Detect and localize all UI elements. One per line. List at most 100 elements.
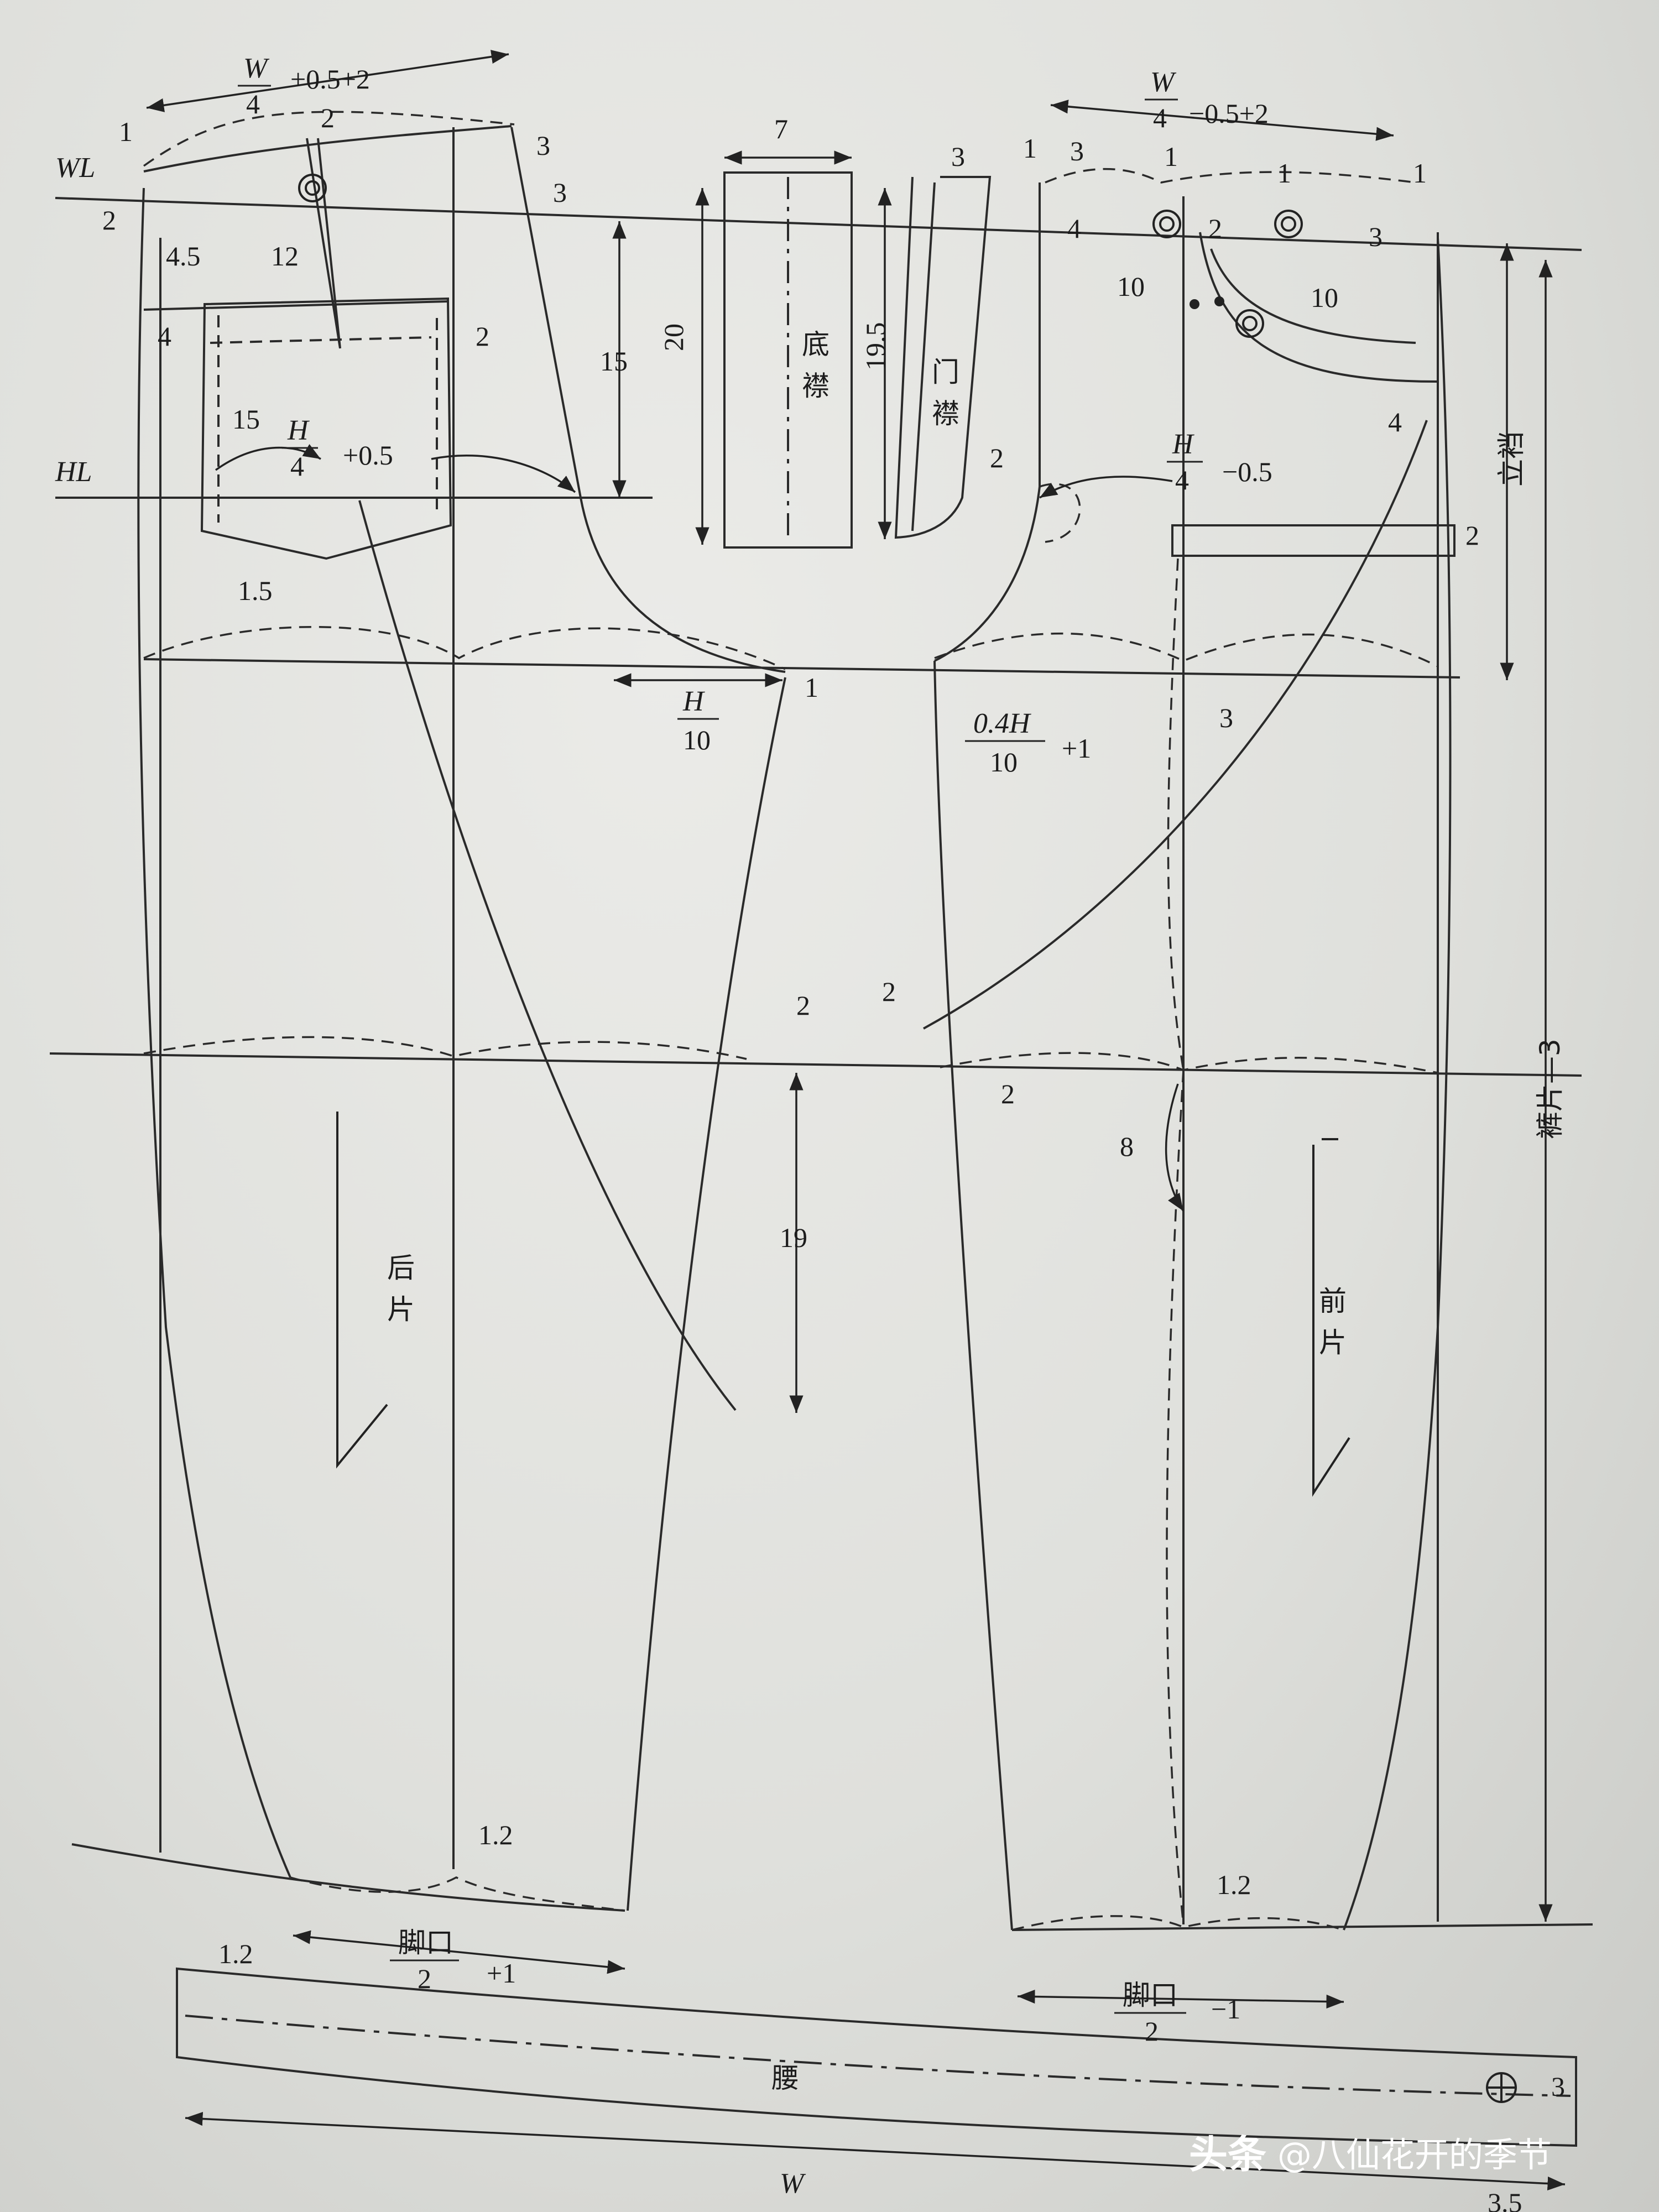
dim-1-a: 1 [119,116,133,147]
dim-15-b: 15 [600,346,628,377]
back-piece-label-1: 后 [387,1252,415,1284]
back-hem-line [71,1843,625,1912]
dim-2-e: 2 [990,442,1004,473]
dim-2-i: 2 [1001,1078,1015,1109]
dim-4-c: 4 [1388,406,1402,437]
waist-line-label: WL [55,152,95,184]
front-hem-formula-den: 2 [1145,2016,1159,2047]
back-hip-formula-den: 4 [290,451,304,482]
dim-3-f: 3 [1219,702,1233,733]
dim-2-d: 2 [1208,213,1222,244]
dim-4-b: 4 [1067,213,1081,244]
dim-1-b: 1 [1023,133,1037,164]
front-waist-formula-den: 4 [1153,102,1167,133]
dim-2-f: 2 [1465,520,1479,551]
front-hem-formula-num: 脚口 [1123,1979,1178,2011]
front-crotch-formula-den: 10 [990,747,1018,778]
dim-4-5: 4.5 [166,241,201,272]
watermark-author: @八仙花开的季节 [1277,2135,1552,2175]
dim-10-b: 10 [1311,282,1338,313]
dim-1-2-a: 1.2 [478,1819,513,1850]
dim-4-a: 4 [158,321,171,352]
waist-line [55,197,1582,251]
back-crotch-curve [510,127,786,673]
dim-15-a: 15 [232,404,260,435]
watermark-platform: 头条 [1189,2132,1266,2177]
front-inseam [933,660,1013,1931]
back-hip-arc [358,500,737,1411]
dim-20: 20 [658,324,689,351]
dim-3-g: 3 [1551,2071,1565,2102]
dim-2-g: 2 [796,990,810,1021]
dim-8: 8 [1120,1131,1134,1162]
front-piece-label-2: 片 [1319,1327,1347,1359]
back-pocket [200,297,452,560]
rise-label: 立裆 [1495,431,1527,487]
dim-1-2-b: 1.2 [1217,1869,1251,1900]
back-waist-formula-den: 4 [246,88,260,119]
dim-2-a: 2 [321,102,335,133]
dim-1-e: 1 [1413,158,1427,189]
back-hem-formula-den: 2 [418,1963,431,1994]
front-piece-label-1: 前 [1319,1285,1347,1317]
dim-3-e: 3 [1369,221,1383,252]
front-crotch-formula-num: 0.4H [973,708,1031,739]
front-hip-formula-suffix: −0.5 [1222,456,1272,487]
back-inseam [627,677,786,1911]
dim-7: 7 [774,113,788,144]
dim-10-a: 10 [1117,271,1145,302]
back-yoke-line [143,300,448,311]
hip-line-label: HL [55,456,92,488]
fly-label-1: 门 [932,356,959,388]
dim-1-5: 1.5 [238,575,273,606]
front-hem-line [1011,1923,1593,1931]
dim-19-5: 19.5 [860,322,891,371]
dim-12: 12 [271,241,299,272]
back-waist-formula-num: W [243,53,270,84]
dim-2-c: 2 [476,321,489,352]
front-crotch-formula-suffix: +1 [1062,733,1091,764]
under-fly-label-1: 底 [802,328,830,361]
under-fly-piece [723,171,853,549]
knee-line [49,1052,1582,1077]
dim-3-5: 3.5 [1488,2187,1522,2212]
side-label: 裤片—3 [1534,1039,1566,1139]
back-outseam [137,187,291,1878]
back-hip-formula-suffix: +0.5 [343,440,393,471]
front-waist-formula-suffix: −0.5+2 [1189,98,1269,129]
under-fly-label-2: 襟 [802,370,830,402]
front-hip-formula-num: H [1172,429,1194,460]
back-waist-formula-suffix: +0.5+2 [290,64,370,95]
front-crotch-curve [934,182,1041,662]
dim-1-f: 1 [805,672,818,703]
dim-3-d: 3 [1070,135,1084,166]
dim-19: 19 [780,1222,807,1253]
front-hem-formula-suffix: −1 [1211,1994,1240,2025]
back-hem-formula-suffix: +1 [487,1958,516,1989]
back-waist-curve [143,125,512,173]
back-crotch-formula-den: 10 [683,724,711,755]
front-outseam [1343,237,1452,1931]
dim-1-2-c: 1.2 [218,1938,253,1969]
dim-3-c: 3 [951,141,965,172]
back-crotch-formula-num: H [682,686,705,717]
waistband-length-label: W [780,2168,806,2199]
waistband-outline [176,1967,1577,2147]
dim-2-h: 2 [882,976,896,1007]
front-waist-formula-num: W [1150,66,1177,98]
dim-1-c: 1 [1164,141,1178,172]
dim-1-d: 1 [1277,158,1291,189]
front-pocket [1199,232,1439,453]
dim-3-a: 3 [536,130,550,161]
front-hip-formula-den: 4 [1175,465,1189,495]
dim-2-b: 2 [102,205,116,236]
back-hip-formula-num: H [287,415,310,446]
crotch-line [143,658,1460,679]
back-hem-formula-num: 脚口 [398,1927,453,1959]
dim-3-b: 3 [553,177,567,208]
front-hip-arc [923,420,1428,1030]
fly-piece [894,176,992,539]
back-piece-label-2: 片 [387,1293,415,1326]
